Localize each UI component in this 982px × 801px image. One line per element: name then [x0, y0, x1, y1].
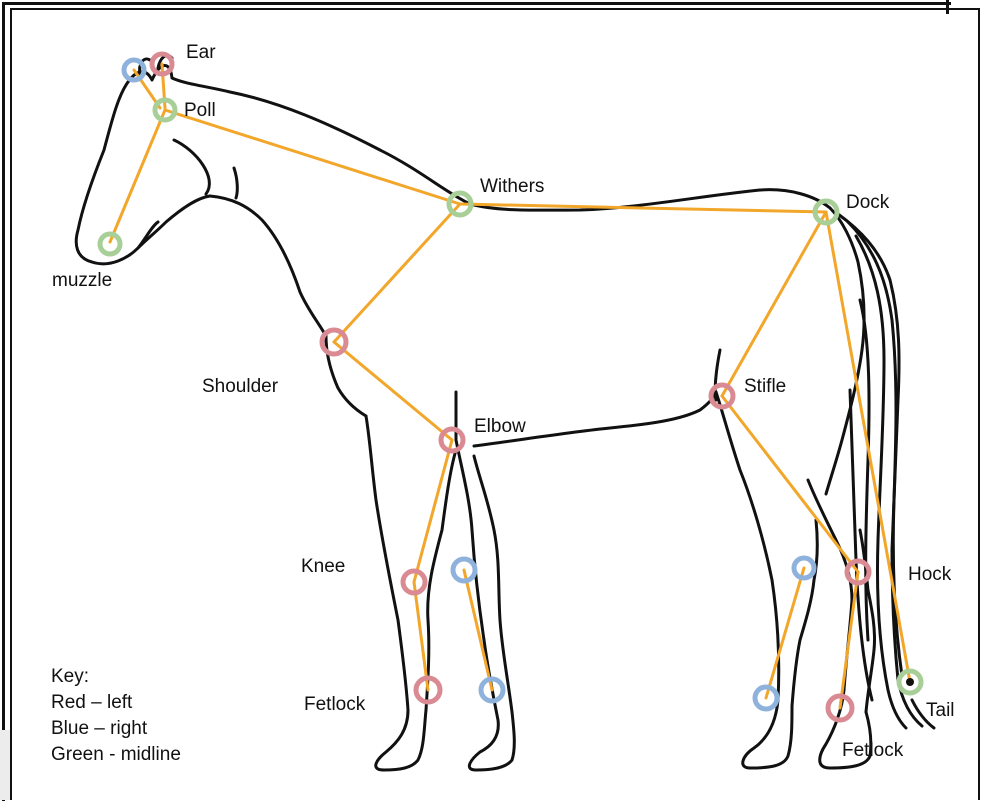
label-ear: Ear: [186, 42, 216, 63]
key-blue: Blue – right: [51, 716, 181, 742]
label-knee: Knee: [301, 556, 345, 577]
label-tail: Tail: [926, 700, 955, 721]
label-stifle: Stifle: [744, 376, 786, 397]
label-poll: Poll: [184, 100, 216, 121]
label-muzzle: muzzle: [52, 270, 112, 291]
key-green: Green - midline: [51, 742, 181, 768]
label-dock: Dock: [846, 192, 890, 213]
label-fetlock-front: Fetlock: [304, 694, 366, 715]
color-key: Key: Red – left Blue – right Green - mid…: [51, 664, 181, 768]
keypoint-muzzle: [100, 234, 120, 254]
key-red: Red – left: [51, 690, 181, 716]
label-fetlock-rear: Fetlock: [842, 740, 904, 761]
tail-center-dot: [906, 678, 914, 686]
label-elbow: Elbow: [474, 416, 526, 437]
label-withers: Withers: [480, 176, 544, 197]
label-shoulder: Shoulder: [202, 376, 279, 397]
key-title: Key:: [51, 664, 181, 690]
horse-outline: [76, 56, 934, 770]
label-hock: Hock: [908, 564, 952, 585]
